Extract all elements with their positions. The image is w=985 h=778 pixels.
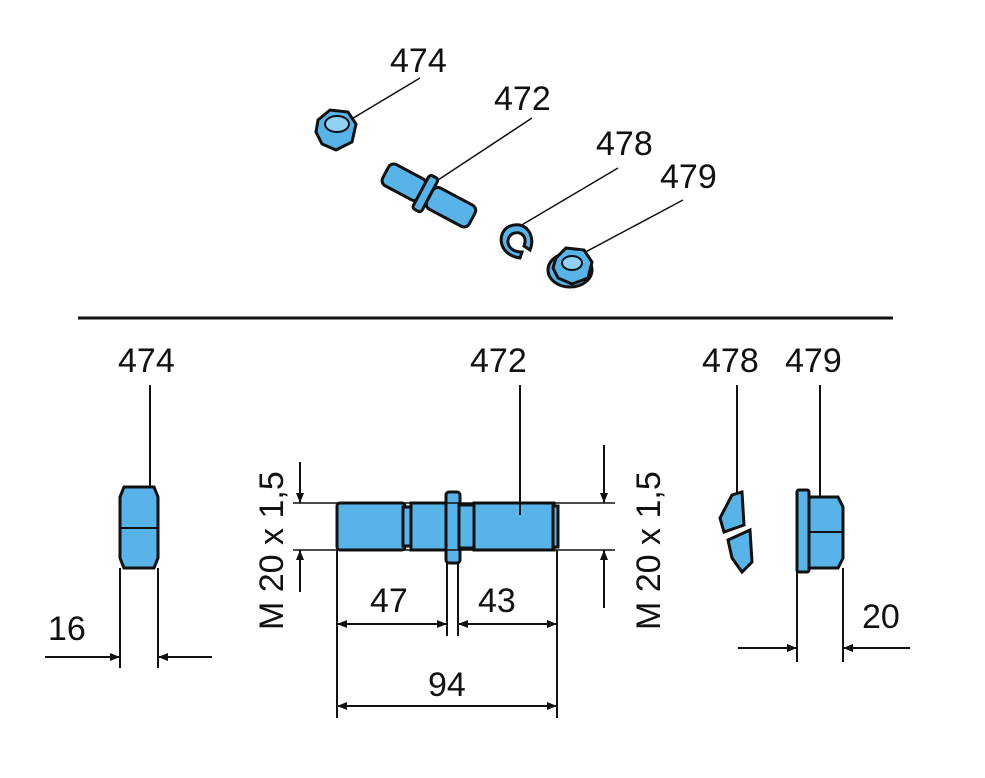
stud-472-side: 472 M 20 x 1,5 M 20 x 1,5 47 43 94 [253,342,668,718]
dim-43: 43 [478,582,516,620]
label-479: 479 [785,342,842,380]
nut-474-iso [314,108,358,152]
label-478-top: 478 [596,125,653,163]
lock-washer-478-iso [499,223,534,260]
label-474-top: 474 [390,42,447,80]
dim-47: 47 [370,582,408,620]
stud-472-iso [380,162,478,229]
label-472: 472 [470,342,527,380]
thread-spec-right: M 20 x 1,5 [630,471,668,630]
label-474: 474 [118,342,175,380]
flange-nut-479-iso [546,246,594,289]
nut-474-side: 474 16 [45,342,212,668]
label-479-top: 479 [660,158,717,196]
label-472-top: 472 [494,80,551,118]
thread-spec-left: M 20 x 1,5 [253,471,291,630]
flange-nut-479-side: 479 20 [738,342,910,662]
dim-16: 16 [48,610,86,648]
dim-94: 94 [428,666,466,704]
label-478: 478 [702,342,759,380]
lock-washer-478-side: 478 [702,342,759,575]
exploded-view: 474 472 478 479 [314,42,717,289]
dim-20: 20 [862,598,900,636]
